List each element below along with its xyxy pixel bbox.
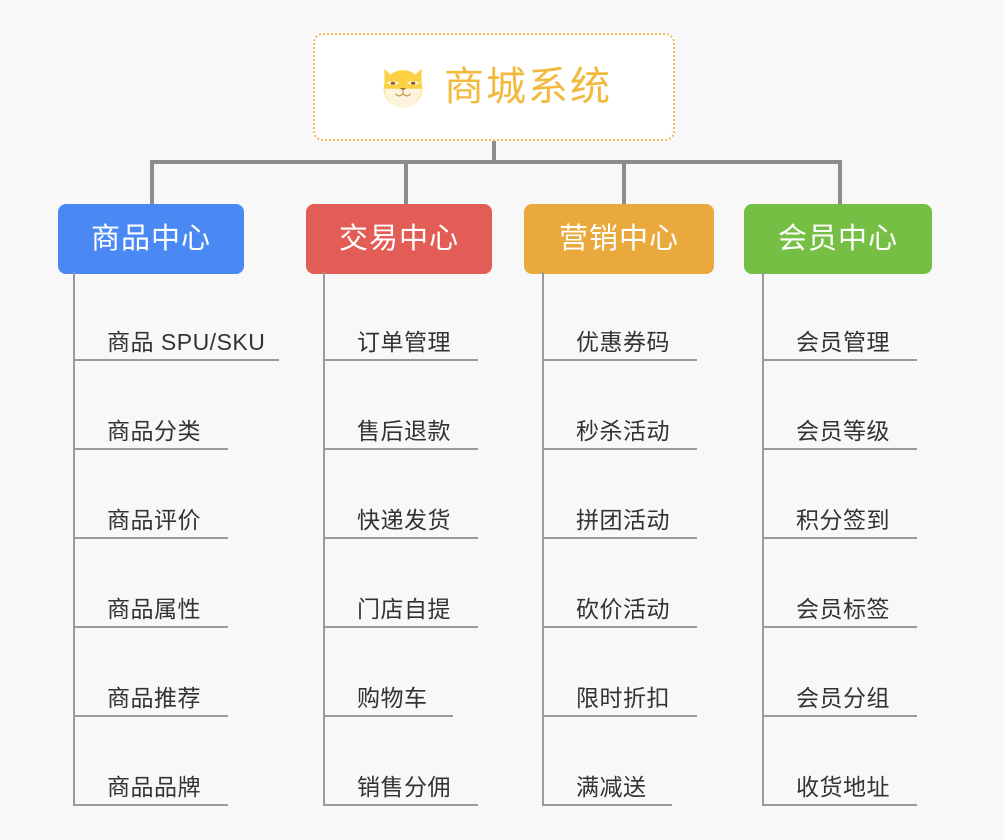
category-box-member[interactable]: 会员中心 [744,204,932,274]
leaf-underline [73,715,228,717]
leaf-label: 门店自提 [357,596,451,622]
leaf-underline [323,448,478,450]
leaf-label: 快递发货 [357,507,451,533]
leaf-label: 会员分组 [796,685,890,711]
leaf-label: 会员管理 [796,329,890,355]
leaf-item[interactable]: 优惠券码 [542,272,697,361]
leaf-underline [73,448,228,450]
leaf-label: 商品评价 [107,507,201,533]
connector-drop-1 [150,160,154,204]
root-title: 商城系统 [444,65,612,109]
leaf-underline [762,359,917,361]
leaf-label: 购物车 [357,685,428,711]
leaf-item[interactable]: 砍价活动 [542,539,697,628]
leaf-trunk-line [762,272,764,806]
leaf-underline [73,804,228,806]
leaf-item[interactable]: 商品评价 [73,450,265,539]
leaf-underline [542,626,697,628]
leaf-trunk-line [73,272,75,806]
shiba-dog-icon [383,68,423,108]
connector-root-stem [492,141,496,164]
leaf-item[interactable]: 售后退款 [323,361,478,450]
leaf-item[interactable]: 商品推荐 [73,628,265,717]
category-box-product[interactable]: 商品中心 [58,204,244,274]
leaf-underline [323,626,478,628]
leaf-column-marketing: 优惠券码 秒杀活动 拼团活动 砍价活动 限时折扣 满减送 [542,272,697,806]
leaf-label: 拼团活动 [576,507,670,533]
connector-drop-3 [622,160,626,204]
root-node[interactable]: 商城系统 [313,33,675,141]
leaf-column-member: 会员管理 会员等级 积分签到 会员标签 会员分组 收货地址 [762,272,917,806]
leaf-label: 秒杀活动 [576,418,670,444]
leaf-underline [542,359,697,361]
leaf-item[interactable]: 商品 SPU/SKU [73,272,279,361]
leaf-label: 商品 SPU/SKU [107,329,266,355]
leaf-label: 商品推荐 [107,685,201,711]
leaf-item[interactable]: 快递发货 [323,450,478,539]
leaf-item[interactable]: 会员管理 [762,272,917,361]
leaf-column-trade: 订单管理 售后退款 快递发货 门店自提 购物车 销售分佣 [323,272,478,806]
leaf-underline [762,715,917,717]
leaf-underline [762,626,917,628]
category-label: 营销中心 [558,222,679,255]
leaf-item[interactable]: 拼团活动 [542,450,697,539]
leaf-item[interactable]: 收货地址 [762,717,917,806]
leaf-underline [323,359,478,361]
leaf-item[interactable]: 积分签到 [762,450,917,539]
leaf-underline [323,537,478,539]
leaf-item[interactable]: 秒杀活动 [542,361,697,450]
leaf-item[interactable]: 商品属性 [73,539,265,628]
leaf-item[interactable]: 购物车 [323,628,453,717]
leaf-item[interactable]: 订单管理 [323,272,478,361]
leaf-underline [542,715,697,717]
leaf-label: 限时折扣 [576,685,670,711]
leaf-label: 商品属性 [107,596,201,622]
connector-drop-2 [404,160,408,204]
leaf-label: 砍价活动 [576,596,670,622]
leaf-item[interactable]: 满减送 [542,717,672,806]
leaf-underline [323,804,478,806]
category-box-marketing[interactable]: 营销中心 [524,204,714,274]
leaf-underline [323,715,453,717]
leaf-underline [762,804,917,806]
category-label: 会员中心 [777,222,898,255]
leaf-underline [542,537,697,539]
leaf-label: 积分签到 [796,507,890,533]
leaf-column-product: 商品 SPU/SKU 商品分类 商品评价 商品属性 商品推荐 商品品牌 [73,272,279,806]
category-label: 交易中心 [338,222,459,255]
leaf-trunk-line [323,272,325,806]
leaf-item[interactable]: 门店自提 [323,539,478,628]
leaf-underline [73,626,228,628]
leaf-underline [542,448,697,450]
leaf-underline [73,359,279,361]
leaf-label: 优惠券码 [576,329,670,355]
leaf-item[interactable]: 会员等级 [762,361,917,450]
leaf-label: 商品分类 [107,418,201,444]
category-box-trade[interactable]: 交易中心 [306,204,492,274]
connector-drop-4 [838,160,842,204]
leaf-item[interactable]: 限时折扣 [542,628,697,717]
leaf-label: 满减送 [576,774,647,800]
leaf-label: 订单管理 [357,329,451,355]
leaf-label: 商品品牌 [107,774,201,800]
leaf-underline [762,537,917,539]
leaf-item[interactable]: 销售分佣 [323,717,478,806]
leaf-label: 会员等级 [796,418,890,444]
connector-horizontal-bus [150,160,842,164]
leaf-item[interactable]: 会员标签 [762,539,917,628]
leaf-label: 售后退款 [357,418,451,444]
leaf-label: 会员标签 [796,596,890,622]
leaf-label: 收货地址 [796,774,890,800]
leaf-underline [542,804,672,806]
leaf-underline [73,537,228,539]
category-label: 商品中心 [90,222,211,255]
leaf-item[interactable]: 会员分组 [762,628,917,717]
leaf-trunk-line [542,272,544,806]
leaf-underline [762,448,917,450]
leaf-item[interactable]: 商品分类 [73,361,265,450]
leaf-item[interactable]: 商品品牌 [73,717,265,806]
leaf-label: 销售分佣 [357,774,451,800]
